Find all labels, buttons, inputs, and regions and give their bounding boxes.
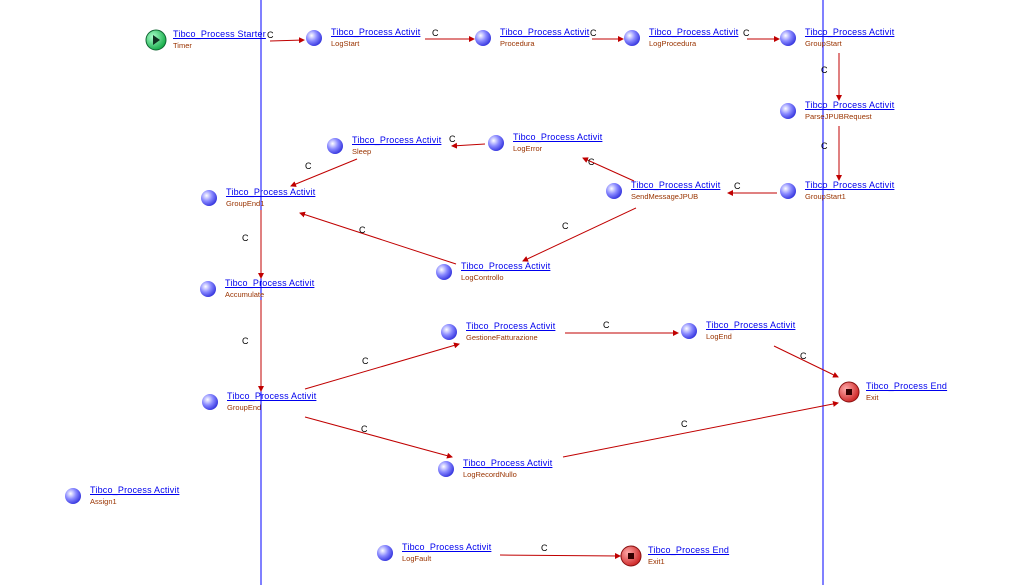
transition-condition-label[interactable]: C [681, 419, 688, 429]
transition-groupend-to-lognullo[interactable] [304, 416, 453, 459]
process-starter-play-icon[interactable] [145, 29, 167, 51]
transition-condition-label[interactable]: C [603, 320, 610, 330]
transition-condition-label[interactable]: C [432, 28, 439, 38]
activity-icon[interactable] [475, 30, 491, 46]
activity-name: GroupStart [805, 39, 842, 48]
activity-name: Exit [866, 393, 879, 402]
activity-icon[interactable] [436, 264, 452, 280]
activity-icon[interactable] [780, 183, 796, 199]
activity-icon[interactable] [780, 103, 796, 119]
activity-name: GroupStart1 [805, 192, 846, 201]
activity-type-link[interactable]: Tibco_Process Activit [461, 261, 551, 271]
activity-type-link[interactable]: Tibco_Process Activit [90, 485, 180, 495]
activity-icon[interactable] [441, 324, 457, 340]
transition-sendmessage-to-logcontrollo[interactable] [522, 207, 637, 262]
activity-type-link[interactable]: Tibco_Process Activit [352, 135, 442, 145]
activity-name: Accumulate [225, 290, 265, 299]
transition-condition-label[interactable]: C [734, 181, 741, 191]
transition-condition-label[interactable]: C [821, 141, 828, 151]
activity-type-link[interactable]: Tibco_Process Activit [466, 321, 556, 331]
activity-type-link[interactable]: Tibco_Process Starter [173, 29, 266, 39]
activity-type-link[interactable]: Tibco_Process Activit [805, 180, 895, 190]
activity-type-link[interactable]: Tibco_Process Activit [227, 391, 317, 401]
activity-type-link[interactable]: Tibco_Process Activit [631, 180, 721, 190]
activity-name: Timer [173, 41, 192, 50]
transition-groupend-to-gestione[interactable] [304, 342, 460, 390]
activity-type-link[interactable]: Tibco_Process Activit [706, 320, 796, 330]
activity-name: Exit1 [648, 557, 665, 566]
activity-name: LogRecordNullo [463, 470, 517, 479]
activity-type-link[interactable]: Tibco_Process Activit [649, 27, 739, 37]
activity-icon[interactable] [606, 183, 622, 199]
transition-condition-label[interactable]: C [305, 161, 312, 171]
transition-condition-label[interactable]: C [242, 233, 249, 243]
process-end-stop-icon[interactable] [838, 381, 860, 403]
transition-condition-label[interactable]: C [541, 543, 548, 553]
activity-name: Sleep [352, 147, 372, 156]
activity-type-link[interactable]: Tibco_Process End [648, 545, 730, 555]
activity-icon[interactable] [488, 135, 504, 151]
activity-name: GroupEnd1 [226, 199, 265, 208]
transition-condition-label[interactable]: C [588, 157, 595, 167]
transition-timer-to-logstart[interactable] [269, 37, 305, 44]
transition-condition-label[interactable]: C [267, 30, 274, 40]
activity-name: LogEnd [706, 332, 732, 341]
activity-icon[interactable] [201, 190, 217, 206]
activity-name: GroupEnd [227, 403, 262, 412]
activity-icon[interactable] [306, 30, 322, 46]
activity-icon[interactable] [327, 138, 343, 154]
transition-logerror-to-sleep[interactable] [451, 142, 486, 149]
transition-logend-to-exit[interactable] [773, 345, 839, 378]
activity-name: SendMessageJPUB [631, 192, 699, 201]
activity-type-link[interactable]: Tibco_Process Activit [331, 27, 421, 37]
activity-icon[interactable] [438, 461, 454, 477]
transition-condition-label[interactable]: C [821, 65, 828, 75]
activity-type-link[interactable]: Tibco_Process Activit [226, 187, 316, 197]
activity-name: LogFault [402, 554, 432, 563]
transition-sendmessage-to-logerror[interactable] [582, 157, 635, 182]
transition-condition-label[interactable]: C [743, 28, 750, 38]
transition-condition-label[interactable]: C [562, 221, 569, 231]
activity-type-link[interactable]: Tibco_Process Activit [805, 27, 895, 37]
activity-icon[interactable] [202, 394, 218, 410]
activity-icon[interactable] [65, 488, 81, 504]
activity-name: LogStart [331, 39, 360, 48]
activity-type-link[interactable]: Tibco_Process Activit [402, 542, 492, 552]
activity-type-link[interactable]: Tibco_Process Activit [805, 100, 895, 110]
activity-name: Assign1 [90, 497, 117, 506]
activity-type-link[interactable]: Tibco_Process Activit [500, 27, 590, 37]
activity-icon[interactable] [200, 281, 216, 297]
transition-sleep-to-groupend1[interactable] [290, 158, 358, 187]
transition-logfault-to-exit1[interactable] [499, 552, 621, 559]
activity-icon[interactable] [681, 323, 697, 339]
process-end-stop-icon[interactable] [620, 545, 642, 567]
transition-condition-label[interactable]: C [362, 356, 369, 366]
activity-icon[interactable] [377, 545, 393, 561]
activity-icon[interactable] [624, 30, 640, 46]
transition-condition-label[interactable]: C [590, 28, 597, 38]
transition-condition-label[interactable]: C [800, 351, 807, 361]
transition-condition-label[interactable]: C [359, 225, 366, 235]
transition-condition-label[interactable]: C [242, 336, 249, 346]
activity-type-link[interactable]: Tibco_Process End [866, 381, 948, 391]
activity-icon[interactable] [780, 30, 796, 46]
activity-name: ParseJPUBRequest [805, 112, 872, 121]
transition-lognullo-to-exit[interactable] [562, 401, 839, 458]
transition-logcontrollo-to-groupend1[interactable] [299, 211, 457, 265]
transition-condition-label[interactable]: C [361, 424, 368, 434]
activity-name: Procedura [500, 39, 535, 48]
activity-type-link[interactable]: Tibco_Process Activit [225, 278, 315, 288]
activity-type-link[interactable]: Tibco_Process Activit [513, 132, 603, 142]
transition-condition-label[interactable]: C [449, 134, 456, 144]
activity-name: LogControllo [461, 273, 504, 282]
activity-name: LogError [513, 144, 543, 153]
activity-type-link[interactable]: Tibco_Process Activit [463, 458, 553, 468]
activity-name: GestioneFatturazione [466, 333, 538, 342]
activity-name: LogProcedura [649, 39, 697, 48]
